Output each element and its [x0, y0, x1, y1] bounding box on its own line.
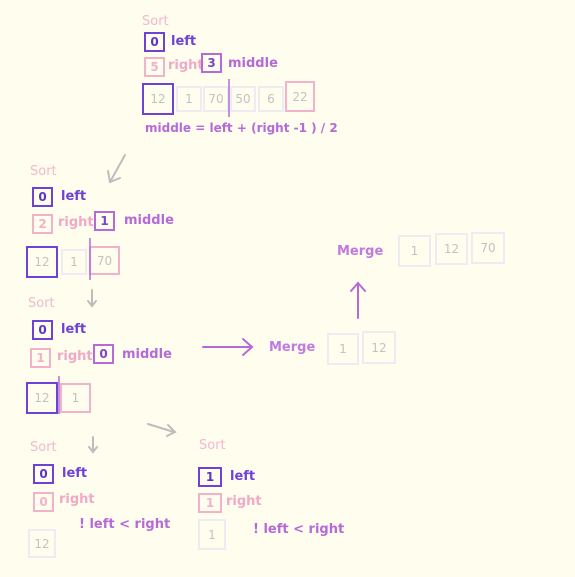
array-cell: 12 [142, 83, 174, 115]
middle-label: middle [122, 347, 172, 362]
sort-label-top: Sort [142, 14, 169, 29]
right-label: right [226, 494, 262, 509]
array-cell: 50 [230, 86, 256, 112]
left-label: left [171, 34, 197, 49]
array-cell: 12 [28, 529, 56, 558]
left-index-box: 0 [32, 320, 53, 340]
right-index-box: 5 [144, 57, 165, 77]
right-label: right [57, 349, 93, 364]
merged-cell: 12 [362, 331, 396, 364]
middle-formula: middle = left + (right -1 ) / 2 [145, 121, 338, 135]
left-label: left [61, 189, 87, 204]
right-index-box: 1 [198, 493, 222, 513]
merged-cell: 70 [471, 232, 505, 264]
array-cell: 1 [60, 383, 91, 413]
right-index-box: 2 [32, 214, 53, 234]
sort-label: Sort [30, 164, 57, 179]
arrow-down-icon [88, 436, 98, 454]
middle-index-box: 0 [93, 344, 114, 364]
array-cell: 70 [89, 246, 120, 275]
middle-label: middle [124, 213, 174, 228]
array-cell: 1 [61, 249, 87, 275]
merge-label: Merge [269, 340, 316, 355]
array-cell: 1 [176, 86, 202, 112]
merge-label: Merge [337, 244, 384, 259]
right-label: right [58, 215, 94, 230]
sort-label: Sort [199, 438, 226, 453]
arrow-right-icon [202, 338, 254, 356]
left-label: left [230, 469, 256, 484]
left-index-box: 0 [144, 32, 165, 52]
left-index-box: 0 [32, 187, 53, 207]
middle-index-box: 1 [94, 211, 115, 231]
stop-condition: ! left < right [253, 522, 345, 537]
right-label: right [59, 492, 95, 507]
right-label: right [168, 58, 204, 73]
right-index-box: 0 [33, 492, 54, 512]
merged-cell: 12 [435, 233, 468, 265]
array-cell: 6 [258, 86, 284, 112]
array-cell: 12 [26, 382, 58, 414]
arrow-up-icon [350, 281, 366, 319]
array-cell: 70 [203, 86, 229, 112]
arrow-right-down-icon [147, 423, 177, 437]
left-index-box: 1 [198, 467, 222, 487]
array-cell: 12 [26, 246, 58, 278]
sort-label: Sort [30, 440, 57, 455]
array-cell: 1 [198, 519, 226, 550]
arrow-down-left-icon [107, 154, 126, 184]
left-label: left [62, 466, 88, 481]
merged-cell: 1 [327, 333, 359, 365]
sort-label: Sort [28, 296, 55, 311]
merged-cell: 1 [398, 235, 431, 267]
middle-index-box: 3 [201, 53, 222, 73]
array-cell: 22 [285, 81, 315, 112]
right-index-box: 1 [30, 348, 51, 368]
middle-label: middle [228, 56, 278, 71]
arrow-down-icon [87, 289, 97, 308]
left-label: left [61, 322, 87, 337]
left-index-box: 0 [33, 464, 54, 484]
stop-condition: ! left < right [79, 517, 171, 532]
